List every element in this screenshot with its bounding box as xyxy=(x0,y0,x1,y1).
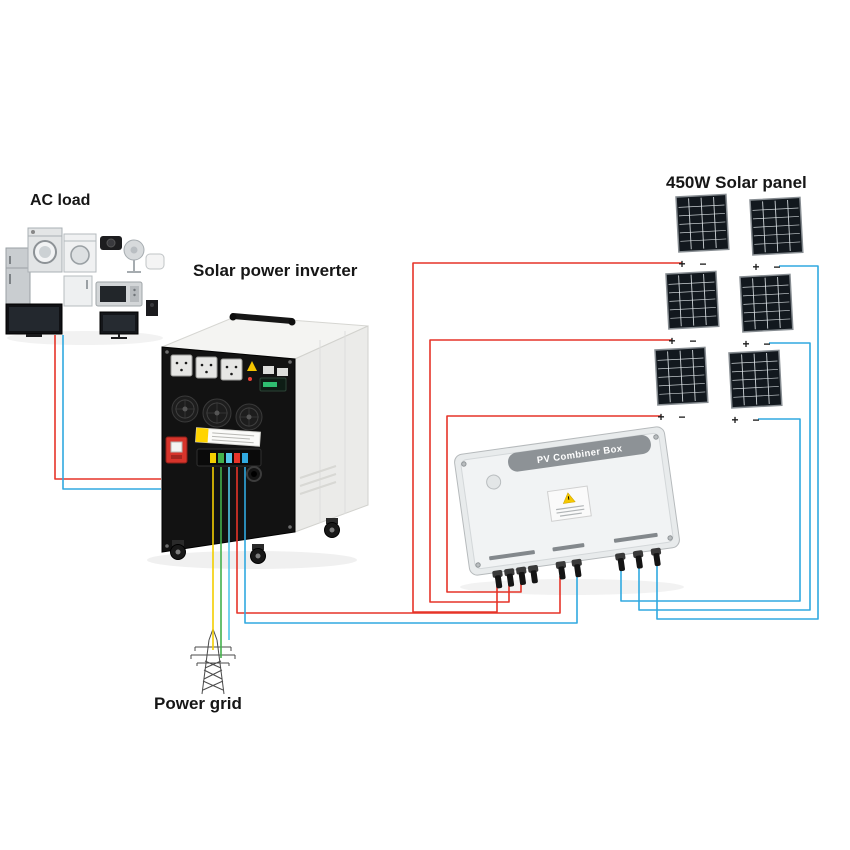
wire-combiner-to-inverter-blue xyxy=(244,467,578,624)
panel-terminals: + − + − + − + − + − + − xyxy=(657,257,780,427)
gland-label xyxy=(489,550,535,561)
terminal-plus: + xyxy=(657,410,664,424)
terminal-plus: + xyxy=(742,337,749,351)
speaker-icon xyxy=(146,300,158,316)
inverter-side-face xyxy=(294,325,369,533)
dryer-icon xyxy=(63,233,97,273)
ac-outlet-3 xyxy=(220,358,243,381)
wiring xyxy=(54,262,819,658)
terminal-block xyxy=(196,448,262,467)
ac-load-appliances xyxy=(5,227,165,339)
spec-sticker xyxy=(263,366,274,374)
combiner-shadow xyxy=(460,579,684,595)
solar-panel-label: 450W Solar panel xyxy=(666,173,807,192)
monitor-icon xyxy=(99,311,139,339)
terminal-plus: + xyxy=(752,260,759,274)
tv-icon xyxy=(5,303,63,337)
caster-wheel xyxy=(170,540,186,560)
wire-pv-negative-1 xyxy=(656,265,819,620)
wire-pv-negative-2 xyxy=(638,342,811,611)
terminal-plus: + xyxy=(668,334,675,348)
kettle-icon xyxy=(145,253,165,270)
inverter-label: Solar power inverter xyxy=(193,261,358,280)
knockout-hole xyxy=(486,474,502,490)
inverter-unit xyxy=(161,313,369,564)
solar-panel-1 xyxy=(675,193,730,253)
combiner-title-band xyxy=(508,435,651,472)
camera-icon xyxy=(100,236,122,250)
fan-icon xyxy=(123,239,145,273)
solar-panel-5 xyxy=(654,346,709,406)
terminal-plus: + xyxy=(731,413,738,427)
wire-pv-negative-3 xyxy=(620,418,801,602)
warning-triangle-icon xyxy=(562,492,576,504)
solar-panel-2 xyxy=(749,196,804,256)
gland-label xyxy=(613,532,658,543)
spec-sticker xyxy=(277,368,288,376)
solar-panel-3 xyxy=(665,270,720,330)
ac-outlet-1 xyxy=(170,354,193,377)
power-led xyxy=(248,377,252,381)
ac-outlet-2 xyxy=(195,356,218,379)
solar-panel-4 xyxy=(739,273,794,333)
microwave-icon xyxy=(95,281,143,307)
solar-panel-array xyxy=(654,193,804,409)
caster-wheel xyxy=(250,544,266,564)
inverter-handle xyxy=(230,313,295,324)
terminal-minus: − xyxy=(763,337,770,351)
rating-label xyxy=(195,427,261,447)
terminal-minus: − xyxy=(678,410,685,424)
wire-pv-positive-2 xyxy=(429,339,672,603)
lcd-display xyxy=(259,377,287,392)
terminal-minus: − xyxy=(773,260,780,274)
round-connector xyxy=(246,466,262,482)
terminal-minus: − xyxy=(699,257,706,271)
solar-panel-6 xyxy=(728,349,783,409)
cable-glands xyxy=(492,547,662,589)
ac-load-label: AC load xyxy=(30,192,91,209)
power-grid-tower-icon xyxy=(190,623,236,695)
terminal-plus: + xyxy=(678,257,685,271)
wire-pv-positive-3 xyxy=(446,415,661,593)
wire-ac-load-red xyxy=(54,335,161,480)
fan-vent-1 xyxy=(171,395,199,423)
warning-triangle-icon xyxy=(247,361,257,371)
terminal-minus: − xyxy=(752,413,759,427)
terminal-minus: − xyxy=(689,334,696,348)
gland-label xyxy=(552,543,585,552)
fan-vent-2 xyxy=(202,398,232,428)
warning-sticker xyxy=(546,485,592,522)
wire-ac-load-blue xyxy=(62,335,161,490)
fan-vent-3 xyxy=(235,403,263,431)
caster-wheel xyxy=(324,518,340,538)
wire-combiner-to-inverter-red xyxy=(236,467,561,614)
combiner-box: PV Combiner Box xyxy=(454,426,680,589)
washing-machine-icon xyxy=(27,227,63,273)
mini-fridge-icon xyxy=(63,275,93,307)
dc-breaker xyxy=(165,436,188,464)
power-grid-label: Power grid xyxy=(154,694,242,713)
refrigerator-icon xyxy=(5,247,31,309)
